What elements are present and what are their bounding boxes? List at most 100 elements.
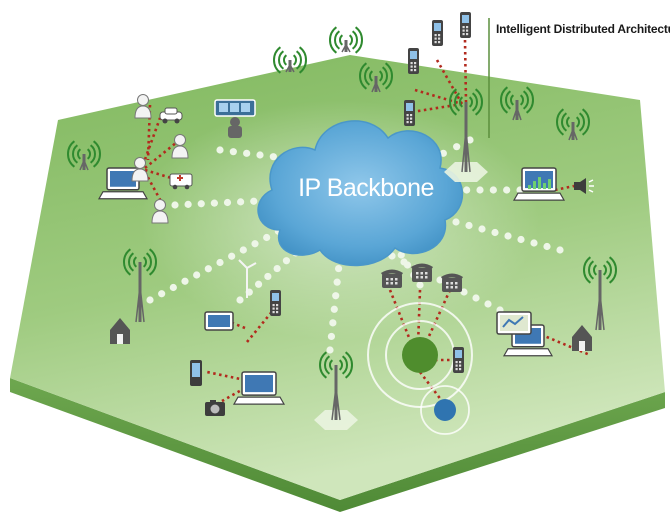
- signal-wave-icon: [133, 256, 138, 268]
- spoke-dot: [329, 319, 337, 327]
- spoke-dot: [197, 200, 205, 208]
- link-line: [206, 370, 246, 382]
- tower-strut: [516, 107, 522, 121]
- car-icon: [159, 107, 183, 124]
- signal-wave-icon: [334, 30, 341, 50]
- signal-wave-icon: [468, 96, 473, 108]
- spoke-dot: [146, 296, 154, 304]
- bar-glyph: [533, 181, 536, 190]
- ambulance-icon: [169, 173, 193, 190]
- signal-wave-icon: [581, 108, 590, 136]
- signal-wave-icon: [593, 264, 598, 276]
- wind-turbine-icon: [238, 259, 257, 298]
- small-tower-icon: [556, 108, 590, 141]
- phone-key: [438, 34, 441, 37]
- signal-wave-icon: [283, 54, 288, 66]
- spoke-dot: [204, 265, 212, 273]
- link-line: [144, 136, 183, 170]
- mobile-phone-icon: [270, 290, 281, 316]
- link-line: [141, 117, 162, 166]
- signal-wave-icon: [378, 70, 383, 82]
- spoke-dot: [239, 246, 247, 254]
- dotted-connections: [146, 136, 564, 354]
- house-door: [117, 334, 123, 344]
- phone-key: [462, 26, 465, 29]
- phone-key: [459, 364, 462, 367]
- phone-key: [410, 69, 413, 72]
- phone-key: [459, 361, 462, 364]
- phone-screen: [455, 350, 462, 358]
- spoke-dot: [400, 258, 408, 266]
- signal-wave-icon: [519, 94, 524, 106]
- tower-strut: [331, 386, 337, 421]
- desk-phone-key: [390, 278, 393, 281]
- phone-key: [410, 121, 413, 124]
- spoke-dot: [333, 278, 341, 286]
- signal-wave-icon: [329, 359, 334, 371]
- phone-key: [406, 114, 409, 117]
- signal-wave-icon: [145, 252, 152, 272]
- phone-key: [272, 311, 275, 314]
- tower-icon: [583, 256, 617, 331]
- person-body: [131, 168, 149, 182]
- spoke-dot: [439, 149, 447, 157]
- signal-wave-icon: [566, 116, 571, 128]
- laptop-icon: [232, 371, 286, 405]
- bar-glyph: [548, 179, 551, 190]
- spoke-dot: [530, 239, 538, 247]
- camera-icon: [205, 400, 225, 416]
- signal-wave-icon: [459, 96, 464, 108]
- phone-key: [276, 311, 279, 314]
- spoke-dot: [334, 264, 343, 273]
- spoke-dot: [223, 198, 232, 207]
- link-line: [414, 88, 463, 106]
- phone-key: [434, 37, 437, 40]
- spoke-dot: [460, 288, 468, 296]
- desk-phone-key: [455, 282, 458, 285]
- desk-phone-handset: [411, 263, 433, 270]
- small-tower-icon: [67, 140, 101, 171]
- diagram-title: Intelligent Distributed Architecture: [496, 22, 670, 36]
- desk-phone-body: [442, 278, 462, 292]
- tower-strut: [135, 285, 141, 323]
- person-body: [134, 105, 152, 119]
- signal-wave-icon: [339, 34, 344, 46]
- misc-devices: [159, 99, 594, 416]
- signal-wave-icon: [351, 30, 358, 50]
- tower-icon: [123, 248, 157, 323]
- spoke-dot: [273, 264, 281, 273]
- spoke-dot: [282, 257, 291, 265]
- phone-key: [462, 33, 465, 36]
- desk-phone-key: [416, 276, 419, 279]
- phone-screen: [410, 51, 417, 59]
- tower-strut: [595, 293, 601, 331]
- operator-person-icon: [131, 157, 149, 182]
- speaker-icon: [574, 178, 594, 194]
- spoke-dot: [397, 251, 405, 259]
- tower-strut: [345, 44, 351, 53]
- person-icon: [134, 94, 152, 119]
- signal-wave-icon: [341, 355, 348, 375]
- house-icon: [572, 325, 592, 351]
- ip-backbone-cloud: IP Backbone: [257, 120, 464, 267]
- platform-side: [10, 378, 665, 512]
- house-body: [572, 325, 592, 351]
- tower-strut: [599, 293, 605, 331]
- spoke-dot: [332, 292, 340, 300]
- house-icon: [110, 318, 130, 344]
- spoke-dot: [543, 242, 551, 251]
- phone-key: [410, 62, 413, 65]
- signal-wave-icon: [324, 355, 331, 375]
- signal-wave-icon: [602, 264, 607, 276]
- spoke-dot: [169, 283, 177, 292]
- spoke-dot: [326, 346, 334, 354]
- person-head: [137, 94, 149, 106]
- desk-phone-key: [450, 282, 453, 285]
- spoke-dot: [228, 252, 236, 260]
- spoke-dot: [210, 199, 218, 207]
- signal-wave-icon: [510, 94, 515, 106]
- map-screen-icon: [496, 311, 532, 335]
- tower-strut: [568, 128, 574, 141]
- phone-key: [406, 121, 409, 124]
- phone-key: [455, 364, 458, 367]
